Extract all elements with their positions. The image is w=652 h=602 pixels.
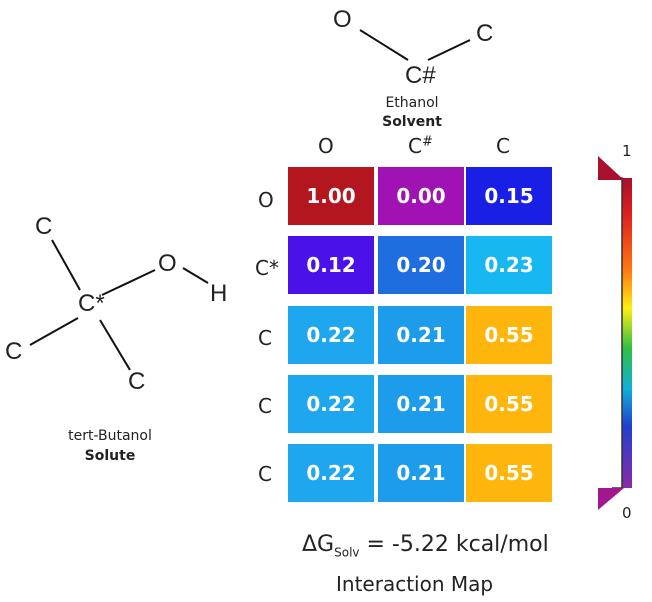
colorbar-bottom-marker	[598, 488, 624, 510]
solute-atom-c-top: C	[35, 213, 53, 240]
colorbar	[598, 156, 632, 510]
matrix-cell-r1-c1: 1.00	[288, 167, 374, 225]
bond-o-c	[359, 29, 409, 61]
solvent-name: Ethanol	[385, 95, 439, 111]
solvent-atom-c-hash-label: C#	[405, 62, 436, 89]
col-header-2-label: C	[408, 134, 422, 158]
colorbar-max-label: 1	[622, 142, 632, 160]
matrix-cell-r2-c2: 0.20	[378, 236, 464, 294]
solute-atom-c-star: C*	[78, 290, 105, 317]
matrix-cell-r1-c3: 0.15	[466, 167, 552, 225]
matrix-cell-r4-c2: 0.21	[378, 375, 464, 433]
matrix-cell-r2-c3: 0.23	[466, 236, 552, 294]
matrix-cell-r5-c3: 0.55	[466, 444, 552, 502]
solute-atom-c-bottom: C	[128, 368, 146, 395]
matrix-cell-r4-c3: 0.55	[466, 375, 552, 433]
matrix-cell-r3-c1: 0.22	[288, 306, 374, 364]
delta-g-value: = -5.22 kcal/mol	[359, 532, 549, 557]
solute-atom-c-left: C	[5, 338, 23, 365]
delta-g-symbol: ΔG	[302, 532, 335, 557]
row-header-3: C	[258, 326, 272, 350]
bond-c-bottom	[99, 319, 131, 371]
solvation-energy: ΔGSolv = -5.22 kcal/mol	[302, 532, 549, 560]
matrix-cell-r5-c2: 0.21	[378, 444, 464, 502]
row-header-1: O	[258, 188, 274, 212]
colorbar-top-marker	[598, 156, 624, 180]
col-header-3: C	[496, 134, 510, 158]
bond-c-top	[51, 239, 81, 291]
solvent-atom-c-hash: C#	[405, 64, 436, 88]
matrix-cell-r1-c2: 0.00	[378, 167, 464, 225]
col-header-1-label: O	[318, 134, 334, 158]
colorbar-min-label: 0	[622, 504, 632, 522]
colorbar-gradient	[622, 178, 632, 488]
solvent-role: Solvent	[382, 114, 442, 130]
delta-g-subscript: Solv	[334, 545, 360, 560]
bond-c-c	[427, 39, 471, 61]
solute-role: Solute	[84, 448, 136, 464]
matrix-cell-r4-c1: 0.22	[288, 375, 374, 433]
matrix-cell-r2-c1: 0.12	[288, 236, 374, 294]
solute-atom-h: H	[210, 280, 228, 307]
matrix-cell-r3-c3: 0.55	[466, 306, 552, 364]
col-header-2: C#	[408, 134, 433, 158]
solvent-atom-o: O	[333, 6, 352, 33]
matrix-cell-r3-c2: 0.21	[378, 306, 464, 364]
col-header-3-label: C	[496, 134, 510, 158]
colorbar-bracket-line	[612, 177, 623, 489]
solute-name: tert-Butanol	[68, 428, 152, 444]
solute-atom-o: O	[158, 250, 177, 277]
matrix-cell-r5-c1: 0.22	[288, 444, 374, 502]
bond-o-h	[182, 267, 209, 284]
col-header-1: O	[318, 134, 334, 158]
row-header-4: C	[258, 394, 272, 418]
interaction-map-title: Interaction Map	[336, 572, 494, 596]
solvent-atom-c: C	[476, 20, 494, 47]
bond-c-o	[101, 269, 156, 296]
row-header-2: C*	[255, 256, 279, 280]
row-header-5: C	[258, 462, 272, 486]
col-header-2-sup: #	[421, 134, 433, 150]
bond-c-left	[29, 317, 79, 346]
